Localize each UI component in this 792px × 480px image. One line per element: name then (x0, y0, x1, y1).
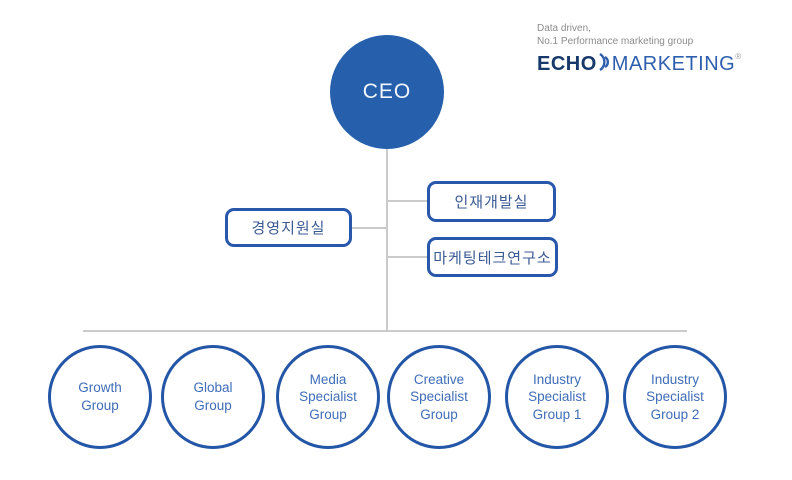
connector-to-right-top-box (387, 200, 427, 202)
group-node-industry-specialist-2: Industry Specialist Group 2 (623, 345, 727, 449)
brand-tagline-line1: Data driven, (537, 23, 591, 34)
ceo-node: CEO (330, 35, 444, 149)
staff-box-label: 경영지원실 (251, 220, 326, 237)
brand-tagline-line2: No.1 Performance marketing group (537, 36, 694, 47)
connector-to-right-bottom-box (387, 256, 427, 258)
staff-box-management-support: 경영지원실 (225, 208, 352, 247)
registered-trademark-symbol: ® (735, 52, 742, 61)
group-node-industry-specialist-1: Industry Specialist Group 1 (505, 345, 609, 449)
group-label: Industry Specialist Group 2 (646, 371, 704, 422)
sound-wave-icon (598, 51, 611, 78)
brand-logo-block: Data driven, No.1 Performance marketing … (537, 22, 767, 78)
staff-box-marketing-tech-lab: 마케팅테크연구소 (427, 237, 558, 277)
staff-box-label: 마케팅테크연구소 (433, 249, 552, 267)
brand-marketing-text: MARKETING (611, 53, 736, 75)
group-label: Creative Specialist Group (410, 371, 468, 422)
brand-echo-text: ECHO (537, 53, 597, 75)
group-label: Growth Group (78, 380, 122, 413)
group-label: Industry Specialist Group 1 (528, 371, 586, 422)
connector-to-left-box (352, 227, 387, 229)
group-node-media-specialist: Media Specialist Group (276, 345, 380, 449)
connector-groups-horizontal (83, 330, 687, 332)
group-label: Global Group (193, 380, 233, 413)
staff-box-talent-development: 인재개발실 (427, 181, 556, 222)
brand-logo: ECHO MARKETING ® (537, 51, 767, 78)
group-node-growth: Growth Group (48, 345, 152, 449)
ceo-label: CEO (362, 80, 412, 103)
group-node-global: Global Group (161, 345, 265, 449)
group-node-creative-specialist: Creative Specialist Group (387, 345, 491, 449)
staff-box-label: 인재개발실 (454, 194, 529, 211)
group-label: Media Specialist Group (299, 371, 357, 422)
connector-ceo-vertical (386, 149, 388, 331)
